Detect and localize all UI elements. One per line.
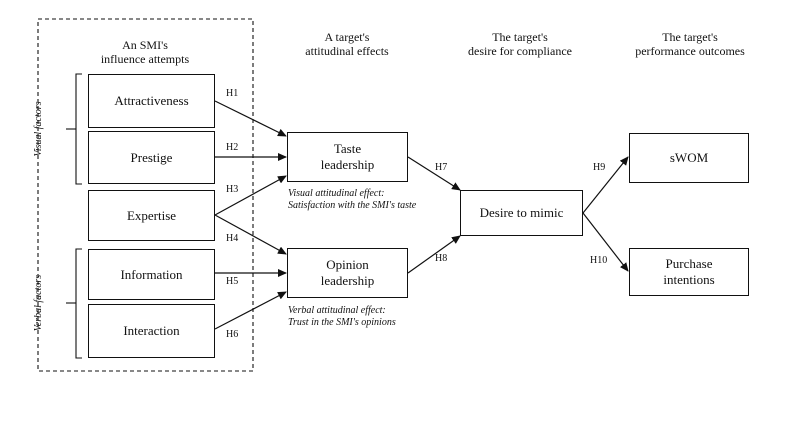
arrow-h7 [407,156,461,191]
arrow-h9 [582,156,629,214]
node-opinion-leadership: Opinion leadership [287,248,408,298]
label-h1: H1 [226,88,239,99]
label-h6: H6 [226,329,239,340]
arrow-h6 [214,291,287,330]
influence-group-frame [37,18,254,372]
label-h10: H10 [590,255,608,266]
node-purchase-intentions: Purchase intentions [629,248,749,296]
note-verbal-attitudinal-effect: Verbal attitudinal effect: Trust in the … [288,305,396,328]
node-taste-leadership: Taste leadership [287,132,408,182]
visual-factors-label: Visual factors [33,101,44,157]
node-swom: sWOM [629,133,749,183]
label-h2: H2 [226,142,239,153]
node-interaction: Interaction [88,304,215,358]
node-prestige: Prestige [88,131,215,184]
label-h9: H9 [593,162,606,173]
header-performance-outcomes: The target's performance outcomes [635,30,745,58]
arrow-h3 [214,175,287,216]
arrow-h4 [214,214,287,255]
arrow-h10 [582,212,629,272]
label-h4: H4 [226,233,239,244]
verbal-factors-bracket [75,248,82,359]
label-h7: H7 [435,162,448,173]
label-h8: H8 [435,253,448,264]
label-h5: H5 [226,276,239,287]
arrow-h1 [214,100,287,137]
node-information: Information [88,249,215,300]
verbal-factors-label: Verbal factors [33,274,44,332]
node-attractiveness: Attractiveness [88,74,215,128]
node-desire-to-mimic: Desire to mimic [460,190,583,236]
visual-factors-bracket [75,73,82,185]
node-expertise: Expertise [88,190,215,241]
header-attitudinal-effects: A target's attitudinal effects [305,30,389,58]
arrow-h8 [407,235,461,274]
note-visual-attitudinal-effect: Visual attitudinal effect: Satisfaction … [288,188,417,211]
label-h3: H3 [226,184,239,195]
header-influence-attempts: An SMI's influence attempts [100,38,190,66]
header-desire-for-compliance: The target's desire for compliance [468,30,572,58]
